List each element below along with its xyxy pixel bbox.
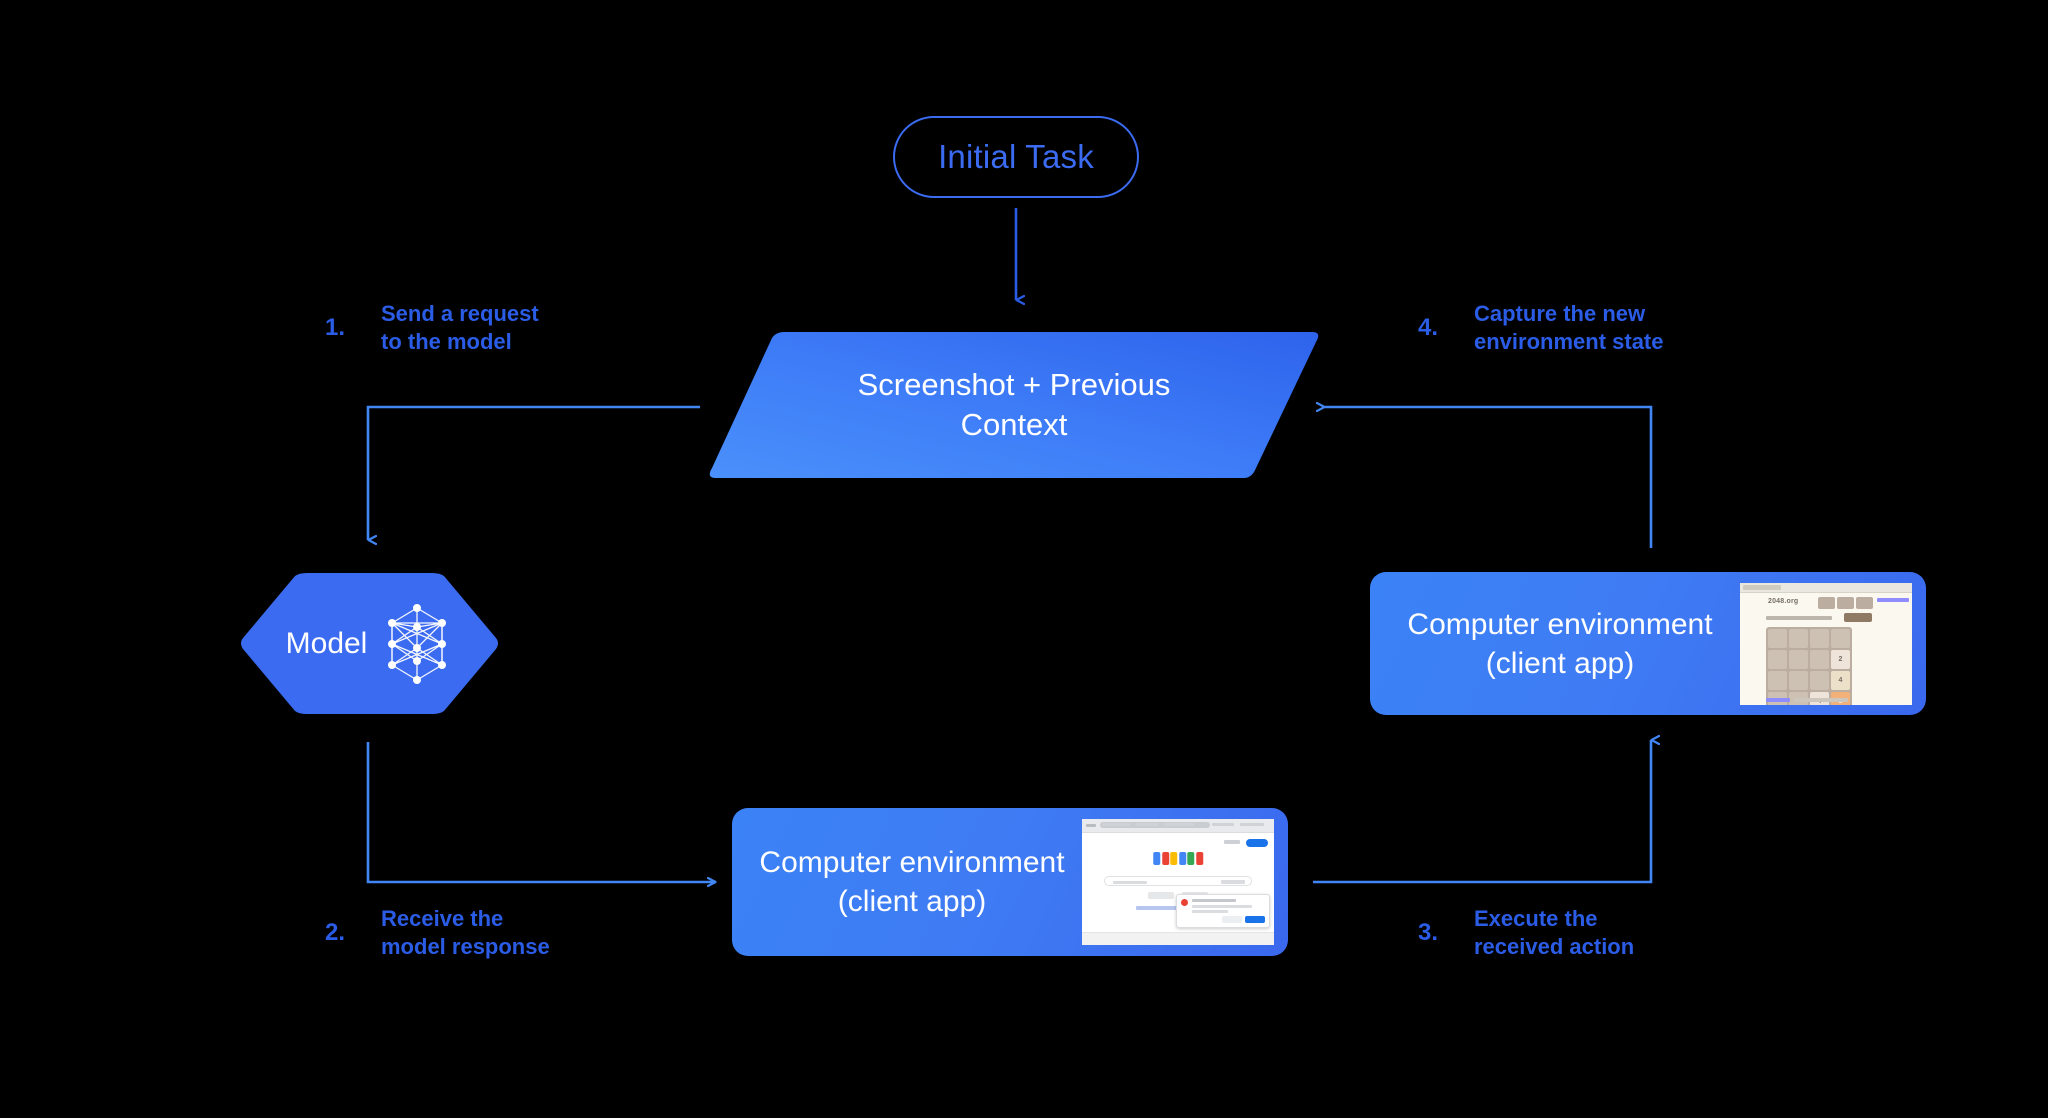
- env-top-line-1: Computer environment: [1407, 607, 1713, 641]
- tile: [1768, 670, 1787, 690]
- tile: [1789, 649, 1808, 669]
- context-line-2: Context: [960, 407, 1068, 442]
- step-2-number: 2.: [325, 919, 346, 947]
- tile: [1831, 628, 1850, 648]
- dialog-body-1: [1192, 905, 1252, 908]
- extra-box: [1856, 596, 1873, 609]
- arrow-env-top-to-context: [1325, 407, 1653, 548]
- best-box: [1837, 596, 1854, 609]
- neural-network-icon: [388, 603, 447, 684]
- page-footer: [1082, 932, 1274, 945]
- arrow-context-to-model: [366, 405, 700, 540]
- tile: 2: [1831, 649, 1850, 669]
- footer-link: [1102, 823, 1130, 826]
- step-4-number: 4.: [1418, 314, 1439, 342]
- arrow-env-bottom-to-env-top: [1313, 740, 1651, 884]
- nav-buttons: [1086, 824, 1096, 827]
- dialog-title: [1192, 899, 1236, 902]
- context-node-label: Screenshot + Previous Context: [706, 330, 1322, 480]
- footer-link: [1136, 823, 1158, 826]
- model-node[interactable]: Model: [237, 572, 502, 715]
- header-links: [1224, 840, 1240, 844]
- tile: [1810, 649, 1829, 669]
- browser-tab: [1743, 584, 1781, 590]
- step-2: 2. Receive the model response: [325, 905, 550, 961]
- env-bottom-thumbnail: [1082, 819, 1274, 945]
- tile: [1768, 628, 1787, 648]
- step-1: 1. Send a request to the model: [325, 300, 539, 356]
- footer-link: [1766, 697, 1790, 702]
- sign-in-button: [1246, 839, 1268, 847]
- search-placeholder: [1113, 881, 1147, 884]
- tile: [1789, 670, 1808, 690]
- tile: [1810, 628, 1829, 648]
- model-label: Model: [285, 626, 368, 660]
- step-3: 3. Execute the received action: [1418, 905, 1634, 961]
- header-link: [1877, 597, 1909, 602]
- consent-dialog: [1176, 894, 1270, 928]
- env-bottom-label: Computer environment (client app): [732, 843, 1082, 921]
- tile: [1789, 628, 1808, 648]
- dialog-secondary-button: [1222, 916, 1242, 923]
- step-1-number: 1.: [325, 314, 346, 342]
- env-bottom-line-1: Computer environment: [759, 846, 1065, 879]
- footer-link: [1212, 823, 1234, 826]
- browser-tab-bar: [1740, 582, 1912, 593]
- game-board: 2 4 4 8: [1766, 626, 1852, 705]
- dialog-body-2: [1192, 910, 1228, 913]
- model-node-content: Model: [237, 572, 502, 715]
- footer-link: [1164, 823, 1194, 826]
- dialog-primary-button: [1245, 916, 1265, 923]
- tile: 4: [1831, 670, 1850, 690]
- env-top-thumbnail: 2048.org 2: [1740, 582, 1912, 705]
- tile: [1768, 649, 1787, 669]
- env-top-label: Computer environment (client app): [1370, 605, 1740, 683]
- game-subtitle: [1766, 615, 1832, 620]
- step-2-text: Receive the model response: [381, 906, 550, 960]
- search-input: [1104, 876, 1252, 886]
- context-line-1: Screenshot + Previous: [857, 367, 1171, 403]
- initial-task-label: Initial Task: [938, 138, 1094, 175]
- tile: [1810, 670, 1829, 690]
- env-top-node[interactable]: Computer environment (client app) 2048.o…: [1370, 572, 1926, 715]
- game-title: 2048.org: [1768, 597, 1799, 605]
- env-bottom-node[interactable]: Computer environment (client app): [732, 808, 1288, 956]
- new-game-button: [1844, 612, 1872, 622]
- env-top-line-2: (client app): [1485, 646, 1635, 680]
- footer-link: [1240, 823, 1264, 826]
- initial-task-node[interactable]: Initial Task: [893, 116, 1139, 198]
- step-4-text: Capture the new environment state: [1474, 301, 1664, 355]
- step-3-text: Execute the received action: [1474, 906, 1635, 960]
- env-bottom-line-2: (client app): [837, 885, 987, 918]
- arrow-model-to-env-bottom: [366, 742, 716, 882]
- context-node[interactable]: Screenshot + Previous Context: [706, 330, 1322, 480]
- step-1-text: Send a request to the model: [381, 301, 539, 355]
- google-logo-icon: [1153, 852, 1203, 865]
- search-icons: [1221, 880, 1245, 884]
- google-search-button: [1148, 892, 1174, 899]
- footer-text: [1794, 697, 1848, 702]
- score-box: [1818, 596, 1835, 609]
- step-4: 4. Capture the new environment state: [1418, 300, 1664, 356]
- dialog-icon: [1181, 899, 1188, 906]
- step-3-number: 3.: [1418, 919, 1439, 947]
